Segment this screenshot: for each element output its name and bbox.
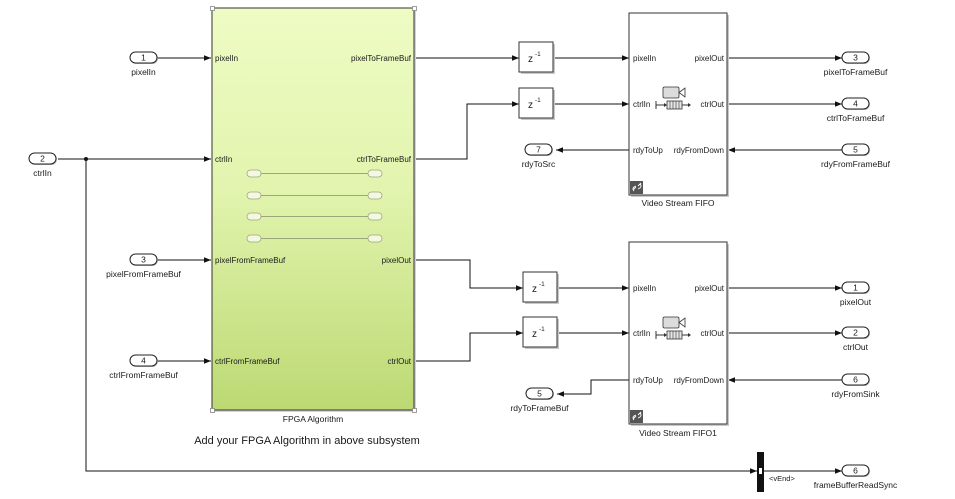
outport-number: 5 (537, 389, 542, 399)
resize-handle[interactable] (412, 408, 417, 413)
outport-number: 2 (853, 328, 858, 338)
fpga-output-port: ctrlOut (387, 357, 411, 366)
bus-selector[interactable]: <vEnd> (757, 452, 795, 492)
wire-ctrlIn-branch[interactable] (85, 159, 757, 474)
bus-signal-label: <vEnd> (769, 474, 795, 483)
inport-3[interactable]: 3 pixelFromFrameBuf (106, 253, 181, 279)
fifo-input-port: rdyToUp (633, 376, 663, 385)
outport-2[interactable]: 2 ctrlOut (841, 326, 870, 352)
fpga-input-port: ctrlIn (215, 155, 232, 164)
delay-z-label: z (528, 100, 533, 111)
branch-point (84, 157, 88, 161)
delay-exponent: -1 (535, 51, 541, 58)
resize-handle[interactable] (210, 6, 215, 11)
fpga-input-port: pixelFromFrameBuf (215, 256, 286, 265)
inport-name: rdyFromSink (831, 389, 880, 399)
inport-number: 2 (40, 154, 45, 164)
inport-name: ctrlFromFrameBuf (109, 370, 178, 380)
fpga-block-name: FPGA Algorithm (283, 414, 343, 424)
fifo-input-port: ctrlIn (633, 329, 650, 338)
outport-name: pixelOut (840, 297, 872, 307)
delay-exponent: -1 (539, 281, 545, 288)
wire-ctrlToFrameBuf[interactable] (414, 101, 519, 160)
outport-number: 1 (853, 283, 858, 293)
video-camera-icon (662, 86, 686, 99)
video-camera-icon (662, 316, 686, 329)
outport-number: 6 (853, 466, 858, 476)
fifo-queue-icon (655, 100, 691, 110)
wire-rdyToFrameBuf[interactable] (557, 379, 629, 397)
delay-exponent: -1 (535, 97, 541, 104)
fifo-queue-icon (655, 330, 691, 340)
outport-1[interactable]: 1 pixelOut (840, 281, 872, 307)
fifo1-block-name: Video Stream FIFO1 (639, 428, 717, 438)
inport-number: 6 (853, 375, 858, 385)
fifo-output-port: pixelOut (695, 284, 725, 293)
outport-6[interactable]: 6 frameBufferReadSync (814, 464, 898, 490)
inport-name: rdyFromFrameBuf (821, 159, 891, 169)
outport-name: rdyToFrameBuf (510, 403, 569, 413)
inport-1[interactable]: 1 pixelIn (129, 51, 158, 77)
video-stream-fifo1-block[interactable]: pixelIn ctrlIn rdyToUp pixelOut ctrlOut … (628, 241, 729, 438)
outport-name: ctrlToFrameBuf (827, 113, 885, 123)
outport-name: ctrlOut (843, 342, 869, 352)
inport-number: 3 (141, 255, 146, 265)
annotation-text: Add your FPGA Algorithm in above subsyst… (194, 435, 420, 447)
outport-3[interactable]: 3 pixelToFrameBuf (824, 51, 888, 77)
inport-number: 4 (141, 356, 146, 366)
inport-name: pixelIn (131, 67, 156, 77)
link-icon[interactable] (630, 181, 643, 194)
video-stream-fifo-block[interactable]: pixelIn ctrlIn rdyToUp pixelOut ctrlOut … (628, 12, 729, 208)
outport-name: rdyToSrc (522, 159, 556, 169)
fifo-input-port: pixelIn (633, 284, 656, 293)
fifo-output-port: pixelOut (695, 54, 725, 63)
wire-pixelOut[interactable] (414, 259, 523, 291)
fifo-input-port: ctrlIn (633, 100, 650, 109)
inport-name: pixelFromFrameBuf (106, 269, 181, 279)
subsystem-icon (246, 169, 383, 243)
fpga-output-port: pixelOut (382, 256, 412, 265)
fpga-output-port: ctrlToFrameBuf (357, 155, 412, 164)
delay-z-label: z (532, 284, 537, 295)
fifo-input-port: rdyToUp (633, 146, 663, 155)
link-icon[interactable] (630, 410, 643, 423)
fifo-input-port: pixelIn (633, 54, 656, 63)
fpga-output-port: pixelToFrameBuf (351, 54, 412, 63)
unit-delay-3[interactable]: z -1 (522, 271, 559, 304)
unit-delay-1[interactable]: z -1 (518, 41, 555, 74)
delay-exponent: -1 (539, 326, 545, 333)
fpga-input-port: pixelIn (215, 54, 238, 63)
fifo-output-port: ctrlOut (700, 329, 724, 338)
outport-5[interactable]: 5 rdyToFrameBuf (510, 387, 569, 413)
outport-7[interactable]: 7 rdyToSrc (522, 143, 556, 169)
fifo-output-port: rdyFromDown (674, 146, 724, 155)
outport-number: 3 (853, 53, 858, 63)
outport-4[interactable]: 4 ctrlToFrameBuf (827, 97, 885, 123)
inport-2[interactable]: 2 ctrlIn (28, 152, 57, 178)
signal-lines (58, 55, 842, 474)
fpga-algorithm-block[interactable]: pixelIn ctrlIn pixelFromFrameBuf ctrlFro… (210, 6, 417, 425)
inport-number: 1 (141, 53, 146, 63)
outport-name: pixelToFrameBuf (824, 67, 888, 77)
unit-delay-2[interactable]: z -1 (518, 87, 555, 120)
fifo-output-port: ctrlOut (700, 100, 724, 109)
delay-z-label: z (532, 329, 537, 340)
fpga-input-port: ctrlFromFrameBuf (215, 357, 280, 366)
resize-handle[interactable] (210, 408, 215, 413)
outport-number: 7 (536, 145, 541, 155)
resize-handle[interactable] (412, 6, 417, 11)
delay-z-label: z (528, 54, 533, 65)
fifo-block-name: Video Stream FIFO (641, 198, 714, 208)
outport-name: frameBufferReadSync (814, 480, 898, 490)
inport-6[interactable]: 6 rdyFromSink (831, 373, 880, 399)
fifo-output-port: rdyFromDown (674, 376, 724, 385)
inport-4[interactable]: 4 ctrlFromFrameBuf (109, 354, 178, 380)
outport-number: 4 (853, 99, 858, 109)
inport-name: ctrlIn (33, 168, 52, 178)
inport-5[interactable]: 5 rdyFromFrameBuf (821, 143, 891, 169)
wire-ctrlOut[interactable] (414, 330, 523, 362)
unit-delay-4[interactable]: z -1 (522, 316, 559, 349)
inport-number: 5 (853, 145, 858, 155)
